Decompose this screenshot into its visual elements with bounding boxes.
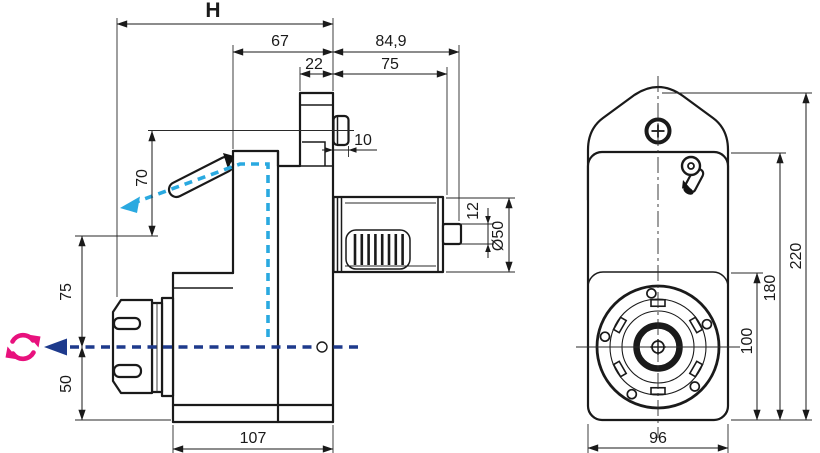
nozzle-clamp-wedge	[223, 153, 234, 169]
spindle-axis-arrow-icon	[44, 338, 67, 356]
bolt-hole	[646, 288, 657, 299]
dim-label-70: 70	[134, 169, 151, 187]
coolant-flow-icon	[120, 162, 270, 338]
coolant-nozzle-icon	[680, 155, 705, 195]
dim-label-75-left: 75	[58, 283, 75, 301]
dim-label-75-top: 75	[381, 56, 399, 73]
dim-label-180: 180	[762, 275, 779, 302]
dim-label-84-9: 84,9	[375, 33, 406, 50]
vdi-serration	[345, 229, 411, 270]
rotation-direction-icon	[5, 332, 41, 362]
bolt-hole	[626, 388, 638, 400]
dim-label-H: H	[205, 0, 220, 22]
drive-slot	[612, 316, 628, 334]
bolt-hole	[701, 318, 713, 330]
dim-label-d50: Ø50	[490, 221, 507, 251]
collet-nut-slot	[112, 363, 143, 379]
vdi-shank	[332, 195, 463, 274]
bolt-hole	[689, 381, 701, 392]
dim-label-12: 12	[465, 202, 482, 220]
side-view: H 67 84,9 22 75 10 70 12 Ø50 75 50 107	[5, 0, 515, 453]
dim-label-10: 10	[354, 132, 372, 149]
dim-label-22: 22	[305, 56, 323, 73]
side-body-outline	[171, 91, 335, 424]
front-view: 96 100 180 220	[576, 76, 812, 453]
collet-nut-slot	[112, 316, 142, 331]
axis-reference-point	[316, 341, 328, 353]
dim-label-96: 96	[649, 430, 667, 447]
dim-label-107: 107	[240, 430, 267, 447]
drive-slot	[612, 360, 628, 378]
drive-slot	[688, 316, 704, 334]
dim-label-50: 50	[58, 375, 75, 393]
side-view-dimensions: H 67 84,9 22 75 10 70 12 Ø50 75 50 107	[58, 0, 515, 453]
clamping-screw	[148, 114, 354, 147]
spindle-axis	[44, 338, 362, 356]
dim-label-67: 67	[271, 33, 289, 50]
drive-slot	[688, 360, 704, 378]
dim-label-220: 220	[788, 243, 805, 270]
coolant-nozzle	[167, 153, 235, 199]
bolt-hole	[599, 331, 611, 343]
dim-label-100: 100	[739, 328, 756, 355]
coolant-stub	[441, 222, 463, 246]
bolt-holes	[599, 288, 713, 400]
front-view-dimensions: 96 100 180 220	[587, 92, 812, 453]
mounting-flange	[576, 76, 740, 438]
